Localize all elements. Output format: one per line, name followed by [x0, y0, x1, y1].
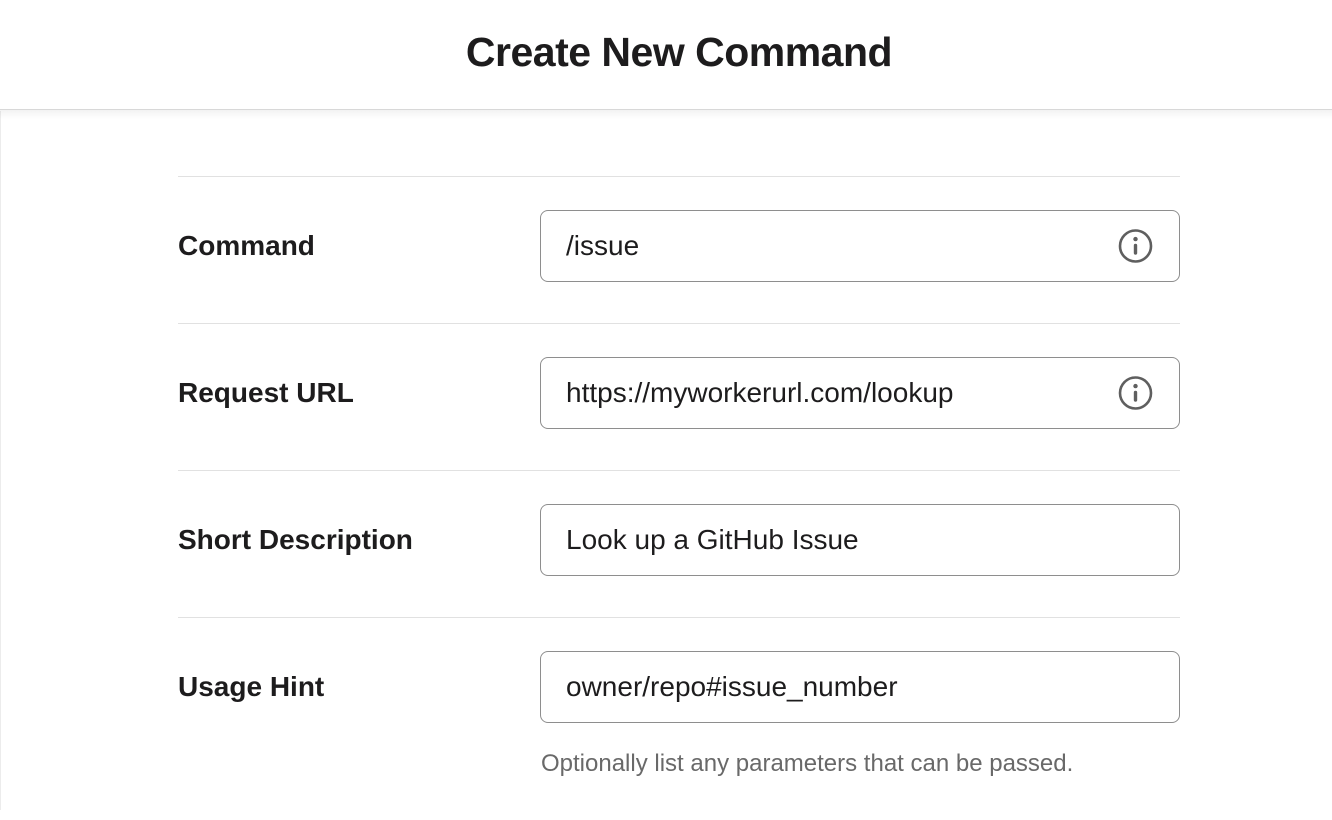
form-row-command: Command	[178, 176, 1180, 323]
short-description-input[interactable]	[540, 504, 1180, 576]
create-command-form: Command Request URL	[178, 110, 1180, 820]
command-input[interactable]	[540, 210, 1180, 282]
usage-hint-input[interactable]	[540, 651, 1180, 723]
short-description-label: Short Description	[178, 524, 413, 555]
usage-hint-help-text: Optionally list any parameters that can …	[541, 750, 1074, 777]
request-url-input[interactable]	[540, 357, 1180, 429]
form-row-request-url: Request URL	[178, 323, 1180, 470]
usage-hint-label: Usage Hint	[178, 671, 325, 702]
info-icon[interactable]	[1118, 229, 1153, 264]
form-row-usage-hint: Usage Hint Optionally list any parameter…	[178, 617, 1180, 820]
left-edge-divider	[0, 111, 1, 810]
info-icon[interactable]	[1118, 376, 1153, 411]
request-url-label: Request URL	[178, 377, 354, 408]
page-header: Create New Command	[0, 0, 1332, 119]
command-label: Command	[178, 230, 315, 261]
page-title: Create New Command	[465, 29, 893, 75]
form-row-short-description: Short Description	[178, 470, 1180, 617]
